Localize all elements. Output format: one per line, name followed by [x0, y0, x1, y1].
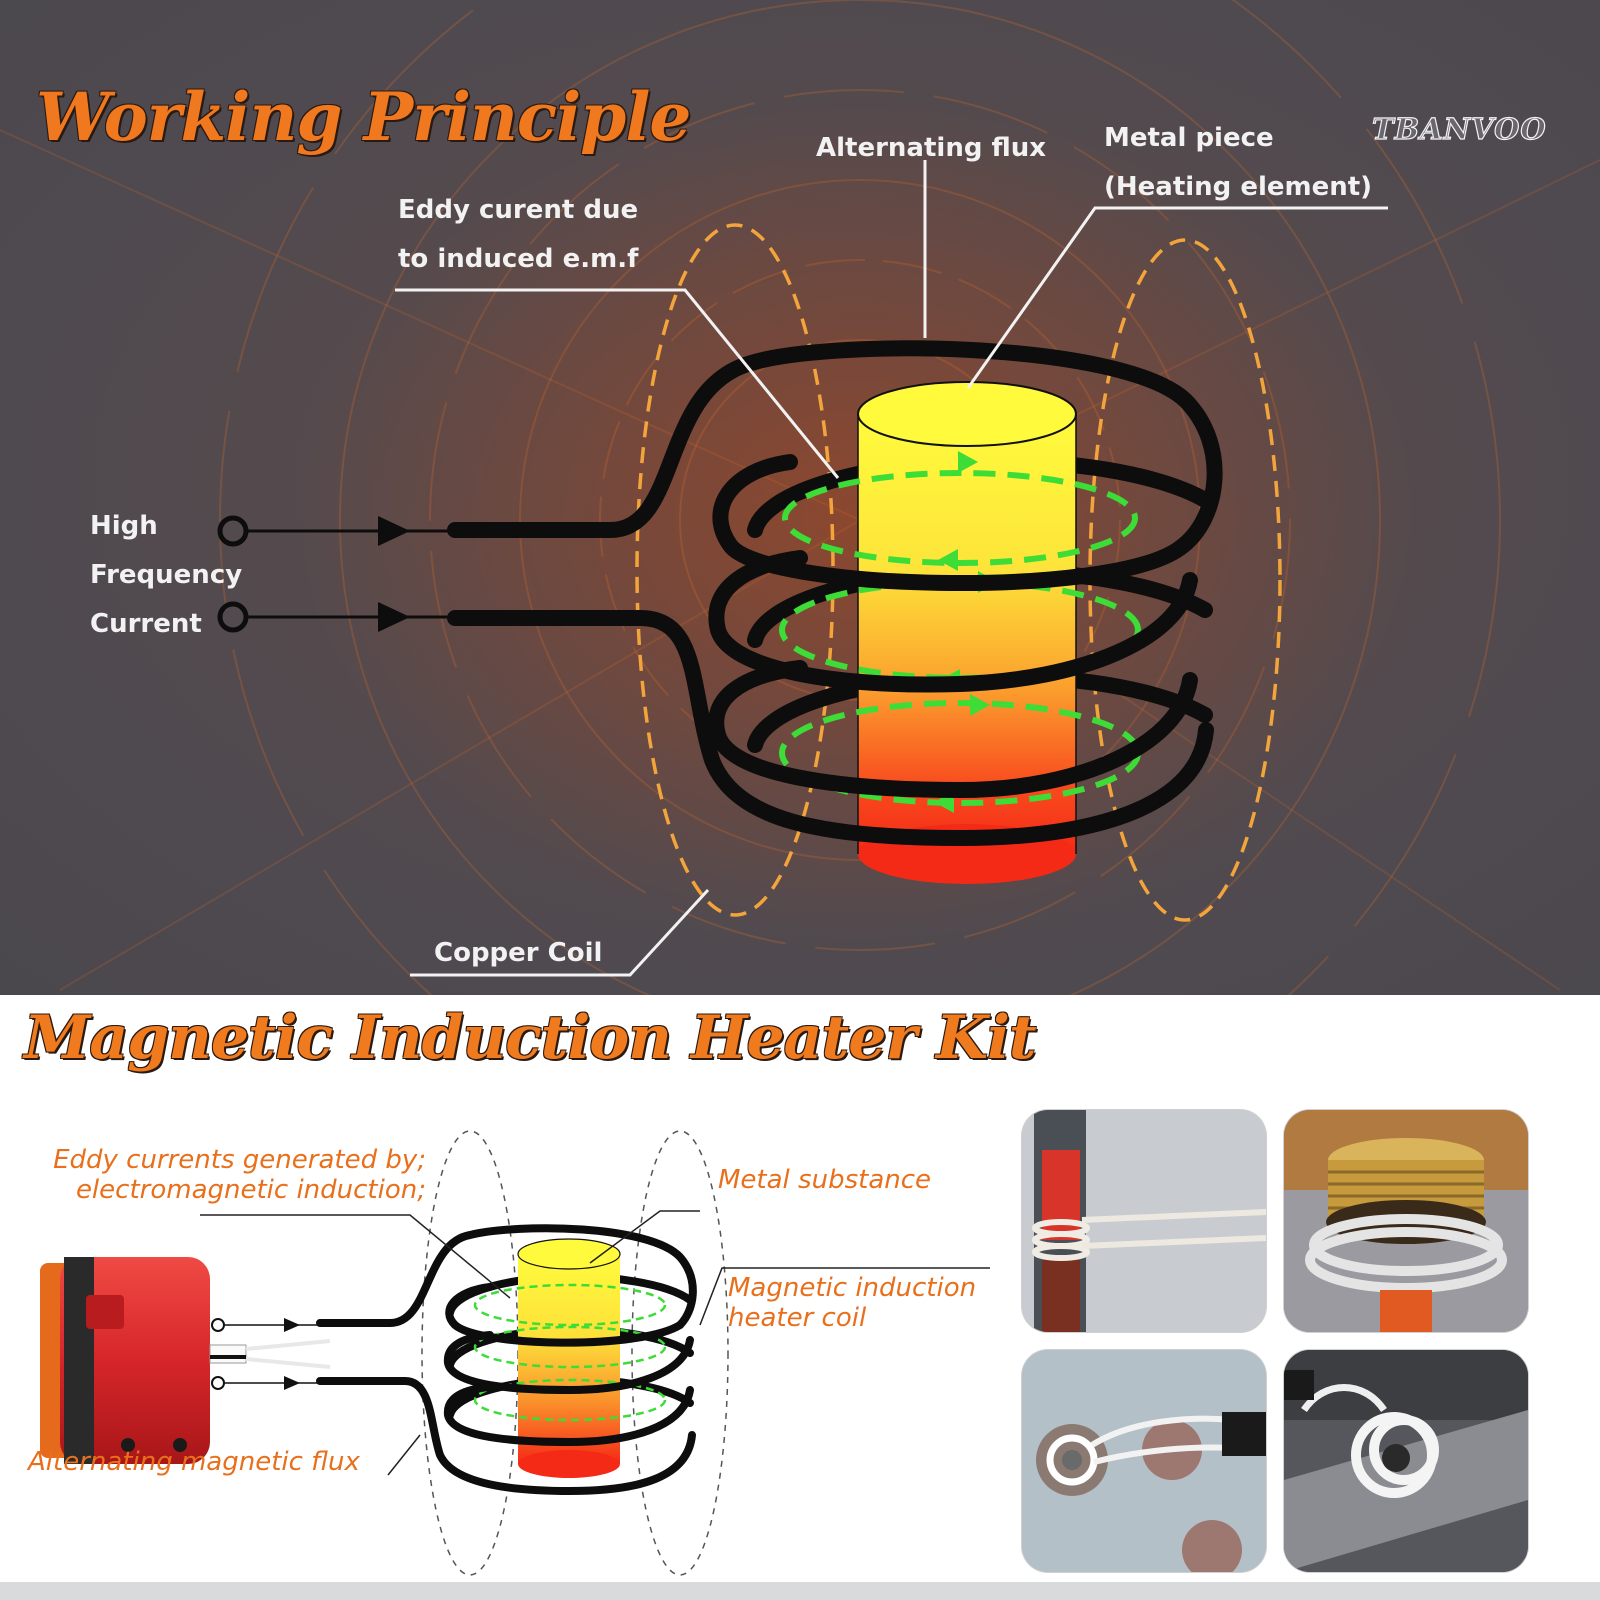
metal-piece-label-line1: Metal piece: [1104, 123, 1274, 153]
eddy-current-label-line1: Eddy curent due: [398, 195, 639, 225]
bottom-coil-front: [316, 1224, 697, 1496]
induction-heater-kit-panel: Magnetic Induction Heater Kit Eddy curre…: [0, 995, 1600, 1600]
induction-heater-tool: [40, 1257, 331, 1464]
metal-piece-label-line2: (Heating element): [1104, 172, 1373, 202]
input-wires: [217, 515, 455, 633]
metal-substance-label: Metal substance: [718, 1165, 932, 1195]
photo-shaft-heating: [1284, 1350, 1528, 1572]
eddy-current-label: Eddy curent due to induced e.m.f: [398, 186, 638, 284]
hf-label-line1: High: [90, 511, 158, 541]
bottom-eddy-loops: [473, 1283, 667, 1422]
photo-heating-rod: [1022, 1110, 1266, 1332]
alternating-flux-label: Alternating flux: [816, 133, 1047, 163]
arrow-right-icon: [378, 516, 410, 546]
heated-cylinder-icon: [517, 1238, 621, 1478]
kit-diagram: [40, 1130, 990, 1576]
high-frequency-current-label: High Frequency Current: [90, 502, 242, 649]
photo-bolt-removal: [1022, 1350, 1266, 1572]
photo-brass-fitting: [1284, 1110, 1528, 1332]
eddy-current-label-line2: to induced e.m.f: [398, 244, 639, 274]
metal-piece-label: Metal piece (Heating element): [1104, 114, 1372, 212]
copper-coil-label: Copper Coil: [434, 938, 603, 968]
terminal-circle-icon: [211, 1318, 225, 1332]
bottom-eddy-label: Eddy currents generated by; electromagne…: [26, 1145, 426, 1205]
bottom-leader-lines: [200, 1210, 990, 1476]
copper-coil-front: [447, 340, 1223, 847]
footer-bar: [0, 1582, 1600, 1600]
arrow-right-icon: [378, 602, 410, 632]
heater-coil-label-line1: Magnetic induction: [728, 1273, 977, 1303]
leader-lines: [395, 160, 1388, 977]
terminal-circle-icon: [211, 1376, 225, 1390]
heater-coil-label-line2: heater coil: [728, 1303, 867, 1333]
working-principle-diagram: [0, 0, 1600, 995]
working-principle-title: Working Principle: [36, 78, 691, 156]
brand-logo: TBANVOO: [1371, 111, 1547, 146]
bottom-eddy-label-line1: Eddy currents generated by;: [53, 1145, 426, 1175]
hf-label-line3: Current: [90, 609, 202, 639]
alternating-magnetic-flux-label: Alternating magnetic flux: [28, 1447, 360, 1477]
working-principle-panel: Working Principle TBANVOO Alternating fl…: [0, 0, 1600, 995]
bottom-eddy-label-line2: electromagnetic induction;: [75, 1175, 426, 1205]
hf-label-line2: Frequency: [90, 560, 243, 590]
heater-coil-label: Magnetic induction heater coil: [728, 1273, 976, 1333]
kit-title: Magnetic Induction Heater Kit: [24, 1003, 1037, 1073]
bottom-input-wires: [211, 1318, 320, 1390]
